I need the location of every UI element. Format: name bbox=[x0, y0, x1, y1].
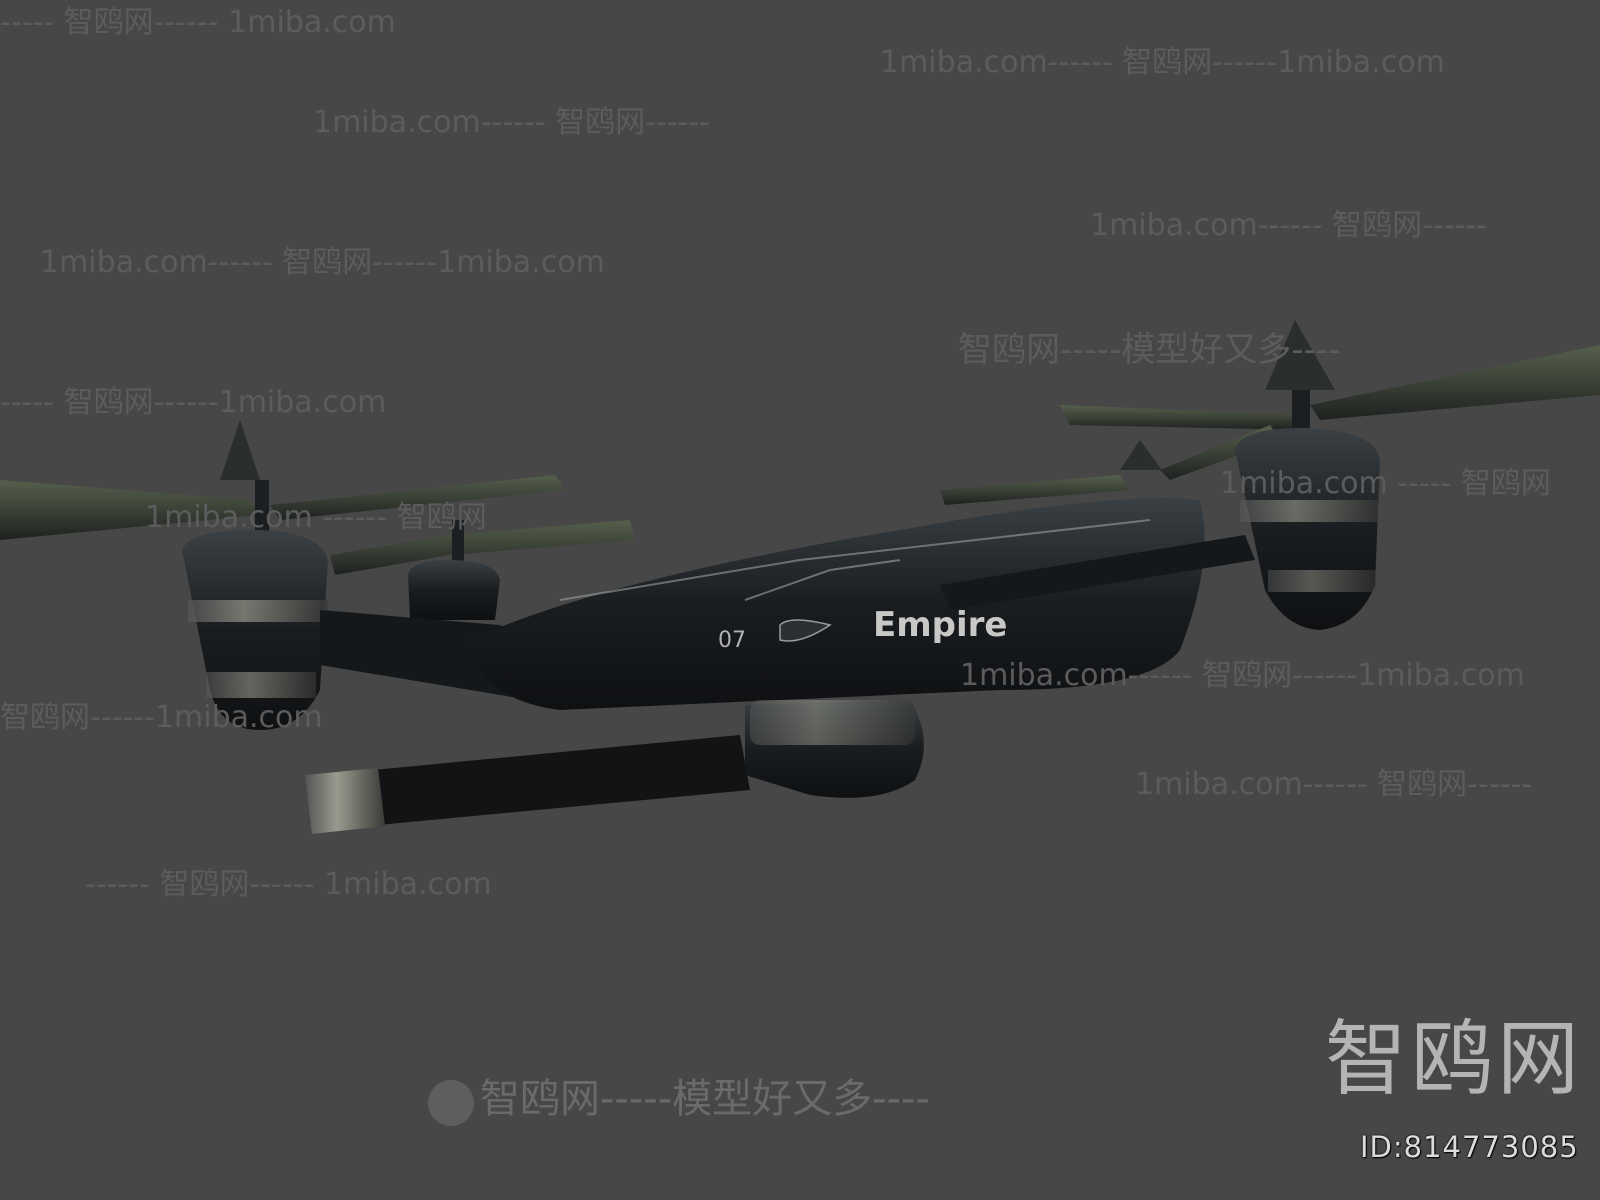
brand-decal: Empire bbox=[873, 605, 1007, 645]
watermark: 1miba.com------ 智鸥网------ bbox=[1135, 767, 1533, 802]
watermark: 1miba.com------ 智鸥网------1miba.com bbox=[880, 45, 1445, 80]
number-decal: 07 bbox=[718, 628, 746, 653]
watermark: 1miba.com------ 智鸥网------1miba.com bbox=[40, 245, 605, 280]
watermark: 1miba.com------ 智鸥网------1miba.com bbox=[960, 658, 1525, 693]
watermark: 智鸥网-----模型好又多---- bbox=[958, 330, 1341, 370]
site-logo: 智鸥网 bbox=[1325, 1012, 1584, 1107]
watermark: 1miba.com------ 智鸥网------ bbox=[313, 105, 711, 140]
watermark: 1miba.com ------ 智鸥网 bbox=[145, 500, 487, 535]
right-rotor bbox=[940, 320, 1600, 630]
watermark: ----- 智鸥网------ 1miba.com bbox=[0, 5, 396, 40]
left-rotor bbox=[0, 420, 635, 730]
gun-pod bbox=[305, 700, 924, 834]
bird-logo-icon bbox=[428, 1080, 474, 1126]
model-id: ID:814773085 bbox=[1360, 1130, 1579, 1164]
watermark: 1miba.com ----- 智鸥网 bbox=[1220, 466, 1551, 501]
bottom-slogan: 智鸥网-----模型好又多---- bbox=[480, 1076, 930, 1122]
watermark: ----- 智鸥网------1miba.com bbox=[0, 385, 387, 420]
watermark: 智鸥网------1miba.com bbox=[0, 700, 323, 735]
fuselage: Empire 07 bbox=[470, 498, 1205, 710]
watermark: 1miba.com------ 智鸥网------ bbox=[1090, 208, 1488, 243]
watermark: ------ 智鸥网------ 1miba.com bbox=[85, 867, 492, 902]
